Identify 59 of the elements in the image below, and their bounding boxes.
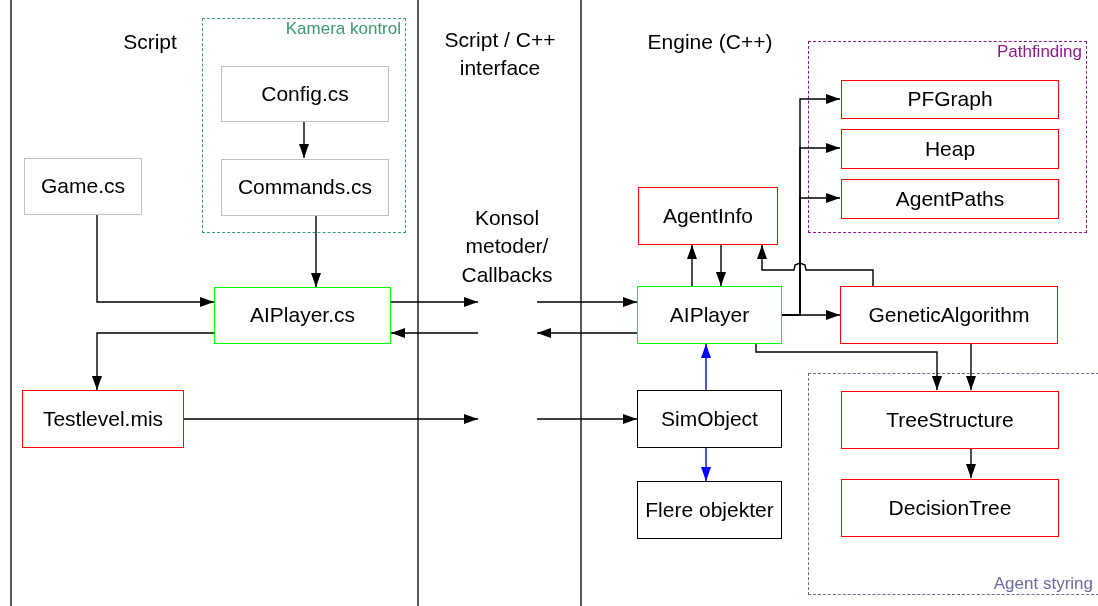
component-box: [841, 479, 1059, 537]
arrow: [966, 343, 976, 391]
arrow: [311, 214, 321, 288]
arrow: [966, 447, 976, 479]
component-box: [221, 66, 389, 122]
component-box: [221, 159, 389, 216]
group-title: Pathfinding: [996, 42, 1082, 62]
component-box: [840, 286, 1058, 344]
arrow: [755, 343, 942, 391]
arrow: [781, 193, 841, 316]
box-label: Testlevel.mis: [42, 405, 164, 432]
arrow: [299, 120, 309, 159]
arrow: [757, 244, 874, 287]
arrow: [701, 343, 711, 391]
group-title: Agent styring: [993, 574, 1093, 594]
column-heading: Konsol metoder/ Callbacks: [460, 205, 554, 288]
arrow: [716, 244, 726, 287]
box-label: Game.cs: [41, 173, 125, 200]
column-heading: Script: [122, 29, 178, 55]
component-box: [841, 80, 1059, 119]
box-label: SimObject: [661, 405, 758, 432]
box-label: AIPlayer.cs: [249, 302, 355, 329]
group-frame: [808, 373, 1098, 595]
box-label: Flere objekter: [645, 496, 774, 523]
group-frame: [202, 18, 406, 233]
column-heading: Engine (C++): [646, 29, 774, 55]
arrow: [687, 244, 697, 287]
component-box: [841, 179, 1059, 219]
arrow: [390, 328, 479, 338]
arrow: [536, 297, 638, 307]
component-box: [841, 129, 1059, 169]
component-box: [637, 481, 782, 539]
box-label: PFGraph: [907, 86, 993, 113]
arrow: [536, 328, 638, 338]
component-box: [637, 286, 782, 344]
group-title: Kamera kontrol: [285, 19, 401, 39]
group-frame: [808, 41, 1087, 233]
component-box: [22, 390, 184, 448]
box-label: TreeStructure: [886, 406, 1014, 433]
column-heading: Script / C++ interface: [443, 27, 557, 82]
arrow: [183, 414, 479, 424]
arrow: [536, 414, 638, 424]
arrow: [96, 214, 215, 307]
component-box: [24, 158, 142, 215]
arrow: [390, 297, 479, 307]
box-label: AgentPaths: [895, 185, 1005, 212]
component-box: [638, 187, 778, 245]
box-label: DecisionTree: [888, 494, 1012, 521]
component-box: [841, 391, 1059, 449]
box-label: Config.cs: [261, 80, 349, 107]
component-box: [214, 287, 391, 344]
box-label: AgentInfo: [663, 202, 753, 229]
component-box: [637, 390, 782, 448]
box-label: GeneticAlgorithm: [868, 301, 1030, 328]
arrow: [92, 332, 215, 391]
box-label: Commands.cs: [237, 174, 373, 201]
arrow: [701, 447, 711, 482]
box-label: AIPlayer: [669, 301, 750, 328]
box-label: Heap: [924, 135, 976, 162]
